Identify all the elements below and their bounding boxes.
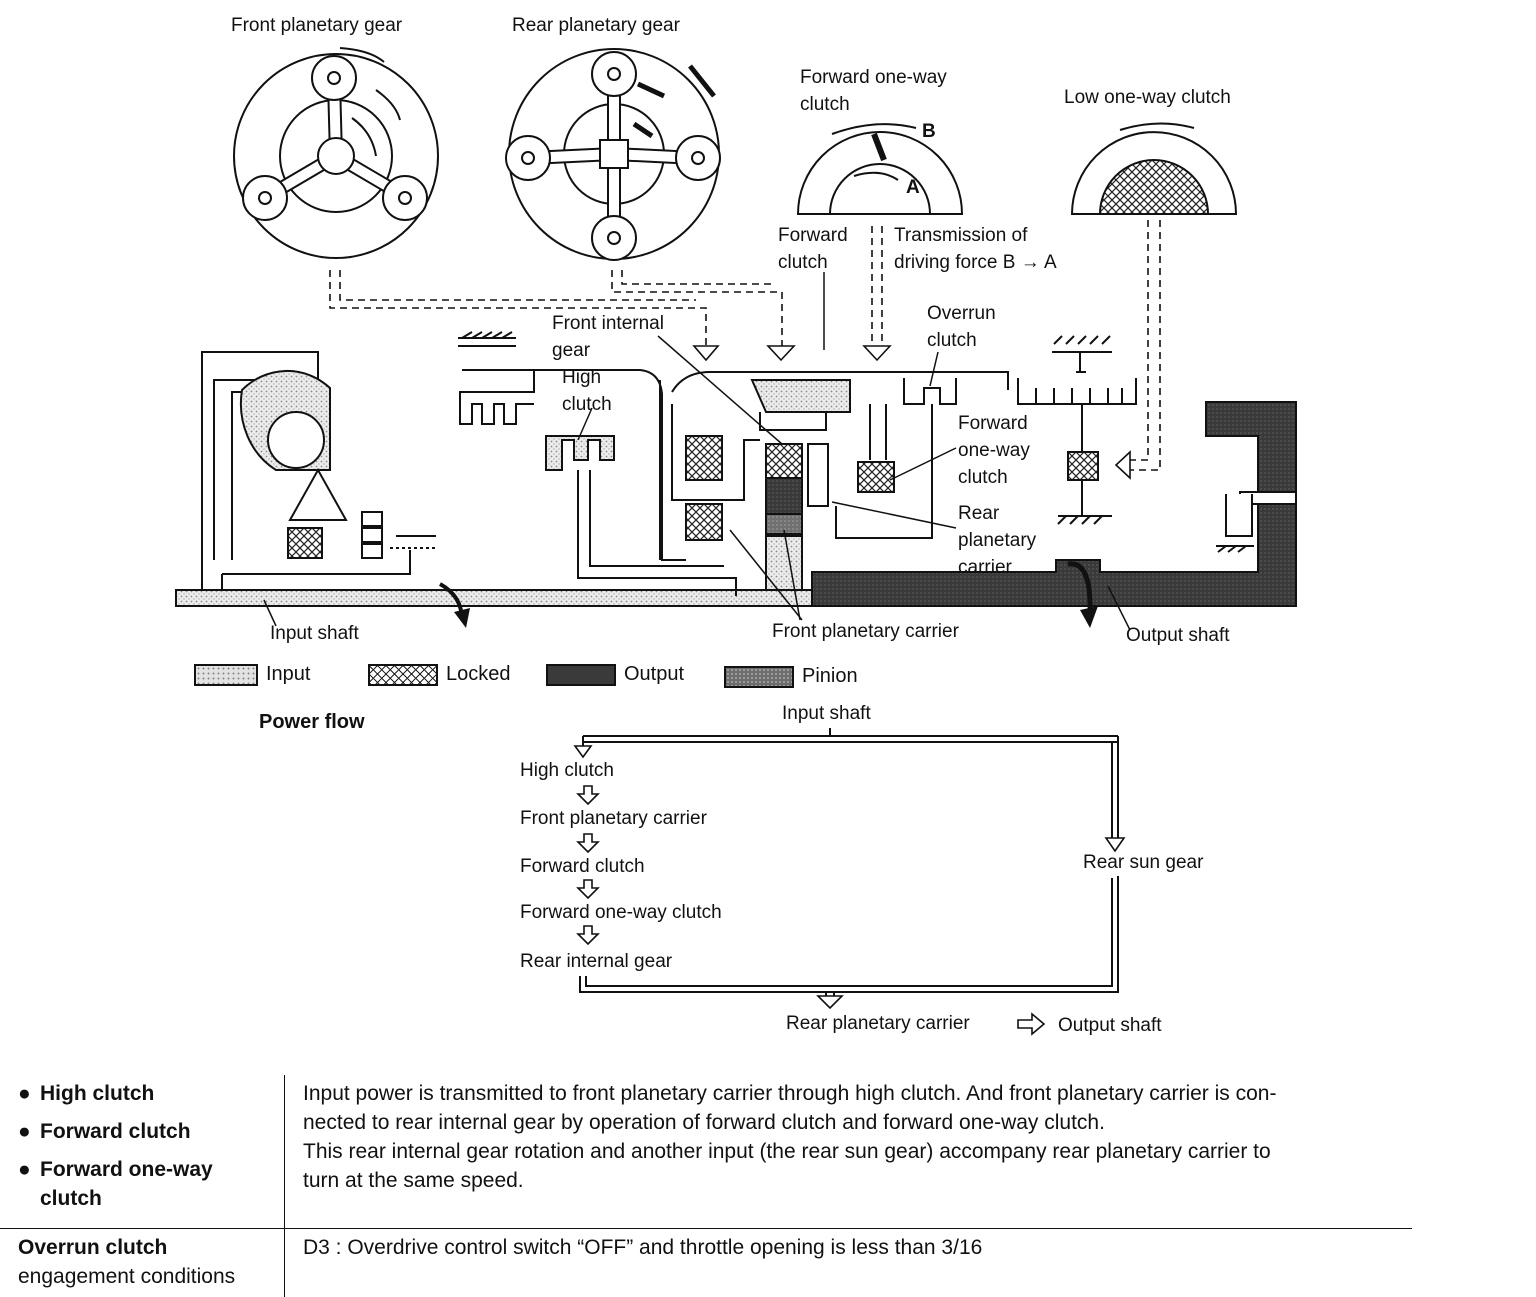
label-rear-planetary-carrier: Rear planetary carrier: [958, 500, 1036, 581]
bullet-dot-icon: ●: [18, 1117, 40, 1146]
bullet-dot-icon: ●: [18, 1155, 40, 1213]
overrun-clutch-subtitle: engagement conditions: [18, 1262, 270, 1291]
bullet-high-clutch-label: High clutch: [40, 1079, 154, 1108]
low-one-way-clutch-drawing: [1072, 123, 1236, 214]
label-a: A: [906, 174, 920, 201]
flow-step-2: Front planetary carrier: [520, 808, 707, 830]
legend-locked: Locked: [368, 663, 511, 686]
engaged-elements-cell: ●High clutch ●Forward clutch ●Forward on…: [0, 1075, 285, 1229]
overrun-title-cell: Overrun clutch engagement conditions: [0, 1229, 285, 1297]
label-forward-clutch: Forward clutch: [778, 222, 848, 276]
label-forward-one-way-clutch-mid: Forward one-way clutch: [958, 410, 1030, 491]
label-rear-planetary-gear: Rear planetary gear: [512, 12, 680, 39]
info-row-overrun: Overrun clutch engagement conditions D3 …: [0, 1229, 1412, 1297]
rear-planetary-gear-drawing: [506, 49, 720, 260]
bullet-forward-clutch-label: Forward clutch: [40, 1117, 191, 1146]
bullet-forward-one-way-clutch: ●Forward one-way clutch: [18, 1155, 270, 1213]
label-high-clutch: High clutch: [562, 364, 612, 418]
transmission-diagram: [0, 0, 1536, 1070]
info-row-elements: ●High clutch ●Forward clutch ●Forward on…: [0, 1075, 1412, 1229]
label-transmission-of-driving-force: Transmission of driving force B → A: [894, 222, 1057, 276]
overrun-condition: D3 : Overdrive control switch “OFF” and …: [285, 1229, 1413, 1297]
legend-pinion-label: Pinion: [802, 665, 858, 688]
legend-input-label: Input: [266, 663, 310, 686]
overrun-clutch-title: Overrun clutch: [18, 1233, 270, 1262]
label-low-one-way-clutch: Low one-way clutch: [1064, 84, 1231, 111]
flow-step-4: Forward one-way clutch: [520, 902, 722, 924]
flow-step-1: High clutch: [520, 760, 614, 782]
label-b: B: [922, 118, 936, 145]
flow-input-shaft: Input shaft: [782, 703, 871, 725]
power-flow-title: Power flow: [259, 711, 365, 734]
flow-step-3: Forward clutch: [520, 856, 645, 878]
bullet-forward-clutch: ●Forward clutch: [18, 1117, 270, 1146]
label-front-planetary-carrier: Front planetary carrier: [772, 618, 959, 645]
label-forward-one-way-clutch-top: Forward one-way clutch: [800, 64, 947, 118]
label-input-shaft: Input shaft: [270, 620, 359, 647]
label-overrun-clutch: Overrun clutch: [927, 300, 996, 354]
legend-output-label: Output: [624, 663, 684, 686]
legend-input-swatch: [194, 664, 258, 686]
bullet-forward-one-way-clutch-label: Forward one-way clutch: [40, 1155, 270, 1213]
torque-converter-drawing: [176, 352, 436, 606]
legend-input: Input: [194, 663, 310, 686]
front-planetary-gear-drawing: [234, 48, 438, 258]
legend-locked-label: Locked: [446, 663, 511, 686]
legend-locked-swatch: [368, 664, 438, 686]
legend-output-swatch: [546, 664, 616, 686]
engagement-info-table: ●High clutch ●Forward clutch ●Forward on…: [0, 1075, 1412, 1297]
bullet-high-clutch: ●High clutch: [18, 1079, 270, 1108]
legend-pinion-swatch: [724, 666, 794, 688]
flow-rear-sun-gear: Rear sun gear: [1083, 852, 1203, 874]
forward-one-way-clutch-drawing: [798, 124, 962, 214]
output-shaft-drawing: [812, 402, 1296, 606]
legend-output: Output: [546, 663, 684, 686]
flow-rear-planetary-carrier: Rear planetary carrier: [786, 1013, 970, 1035]
flow-output-shaft: Output shaft: [1058, 1015, 1162, 1037]
label-front-planetary-gear: Front planetary gear: [231, 12, 402, 39]
label-output-shaft: Output shaft: [1126, 622, 1230, 649]
label-front-internal-gear: Front internal gear: [552, 310, 664, 364]
bullet-dot-icon: ●: [18, 1079, 40, 1108]
legend-pinion: Pinion: [724, 665, 858, 688]
flow-step-5: Rear internal gear: [520, 951, 672, 973]
engagement-description: Input power is transmitted to front plan…: [285, 1075, 1413, 1229]
